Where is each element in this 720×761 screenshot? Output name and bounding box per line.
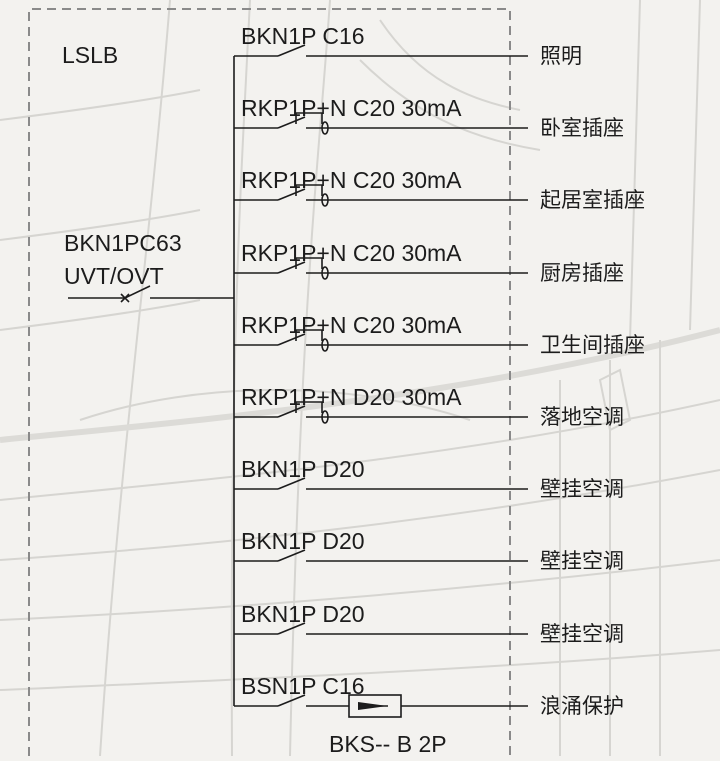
switch-blade	[277, 622, 306, 635]
breaker-label: BSN1P C16	[241, 673, 365, 699]
switch-blade	[277, 405, 306, 418]
breaker-label: BKN1P C16	[241, 23, 365, 49]
load-label: 壁挂空调	[540, 623, 624, 646]
switch-blade	[277, 261, 306, 274]
breaker-label: BKN1P D20	[241, 528, 365, 554]
breaker-label: RKP1P+N C20 30mA	[241, 312, 462, 338]
rcd-sensor	[295, 401, 323, 413]
circuit-6: RKP1P+N D20 30mA 落地空调	[234, 384, 624, 429]
circuit-2: RKP1P+N C20 30mA 卧室插座	[234, 95, 624, 140]
main-breaker-function: UVT/OVT	[64, 263, 164, 289]
breaker-label: BKN1P D20	[241, 456, 365, 482]
panel-name: LSLB	[62, 42, 118, 68]
rcd-sensor	[295, 184, 323, 196]
surge-protector-model: BKS-- B 2P	[329, 731, 447, 756]
load-label: 卧室插座	[540, 117, 624, 140]
rcd-sensor	[295, 112, 323, 124]
load-label: 落地空调	[540, 406, 624, 429]
circuit-9: BKN1P D20 壁挂空调	[234, 601, 624, 646]
load-label: 起居室插座	[540, 189, 645, 212]
switch-blade	[277, 477, 306, 490]
breaker-label: RKP1P+N C20 30mA	[241, 240, 462, 266]
switch-blade	[277, 333, 306, 346]
load-label: 壁挂空调	[540, 550, 624, 573]
switch-blade	[277, 549, 306, 562]
load-label: 浪涌保护	[540, 695, 624, 718]
rcd-sensor	[295, 257, 323, 269]
circuit-3: RKP1P+N C20 30mA 起居室插座	[234, 167, 645, 212]
load-label: 卫生间插座	[540, 334, 645, 357]
circuit-4: RKP1P+N C20 30mA 厨房插座	[234, 240, 624, 285]
circuit-8: BKN1P D20 壁挂空调	[234, 528, 624, 573]
switch-blade	[277, 188, 306, 201]
load-label: 照明	[540, 45, 582, 68]
circuit-7: BKN1P D20 壁挂空调	[234, 456, 624, 501]
switch-blade	[277, 44, 306, 57]
breaker-label: BKN1P D20	[241, 601, 365, 627]
circuit-10: BSN1P C16 浪涌保护	[234, 673, 624, 718]
panel-enclosure	[28, 8, 511, 756]
main-breaker-model: BKN1PC63	[64, 230, 182, 256]
circuit-1: BKN1P C16 照明	[234, 23, 582, 68]
load-label: 壁挂空调	[540, 478, 624, 501]
switch-blade	[277, 116, 306, 129]
circuit-5: RKP1P+N C20 30mA 卫生间插座	[234, 312, 645, 357]
load-label: 厨房插座	[540, 262, 624, 285]
main-breaker-symbol	[68, 285, 234, 303]
breaker-label: RKP1P+N C20 30mA	[241, 95, 462, 121]
breaker-label: RKP1P+N C20 30mA	[241, 167, 462, 193]
rcd-sensor	[295, 329, 323, 341]
switch-blade	[277, 694, 306, 707]
breaker-label: RKP1P+N D20 30mA	[241, 384, 462, 410]
